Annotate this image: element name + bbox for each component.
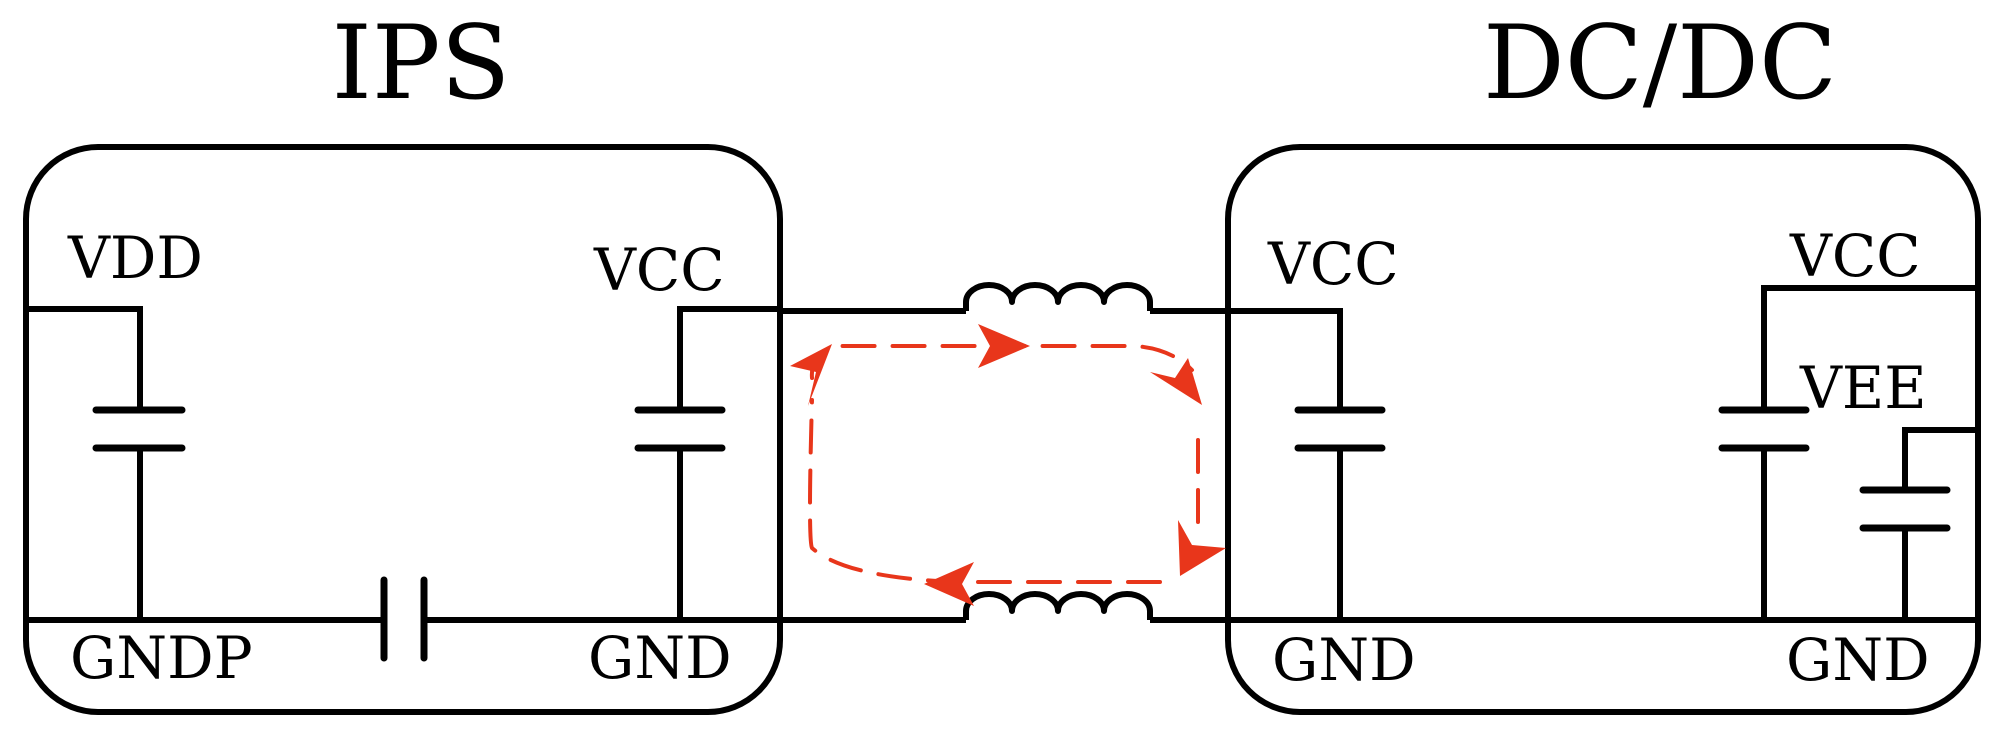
label-ips-vcc: VCC [593,236,725,304]
label-dcdc-gnd-out: GND [1786,626,1930,694]
dcdc-vcc-in-rail [1228,308,1343,410]
bottom-inductor [963,591,1153,620]
label-ips-gnd: GND [588,624,732,692]
label-dcdc-gnd-in: GND [1272,626,1416,694]
ips-vcc-rail [677,306,780,410]
label-dcdc-vcc-in: VCC [1267,230,1399,298]
label-gndp: GNDP [70,624,253,692]
current-arrow-corner [1150,358,1202,405]
ips-block [23,144,783,715]
current-arrow-down-right [1178,520,1226,576]
label-vdd: VDD [67,224,203,292]
current-arrow-left-bottom [924,562,974,606]
dcdc-vcc-out-rail [1761,285,1978,410]
ips-vdd-rail [26,306,143,410]
top-inductor [963,282,1153,311]
label-vee: VEE [1799,354,1927,422]
ips-title: IPS [332,4,511,123]
current-arrow-right-top [978,324,1030,368]
dcdc-vee-rail [1902,427,1978,490]
dcdc-title: DC/DC [1483,4,1837,123]
label-dcdc-vcc-out: VCC [1789,222,1921,290]
current-loop-bottom-left [808,398,1162,584]
current-arrow-up [790,344,832,406]
